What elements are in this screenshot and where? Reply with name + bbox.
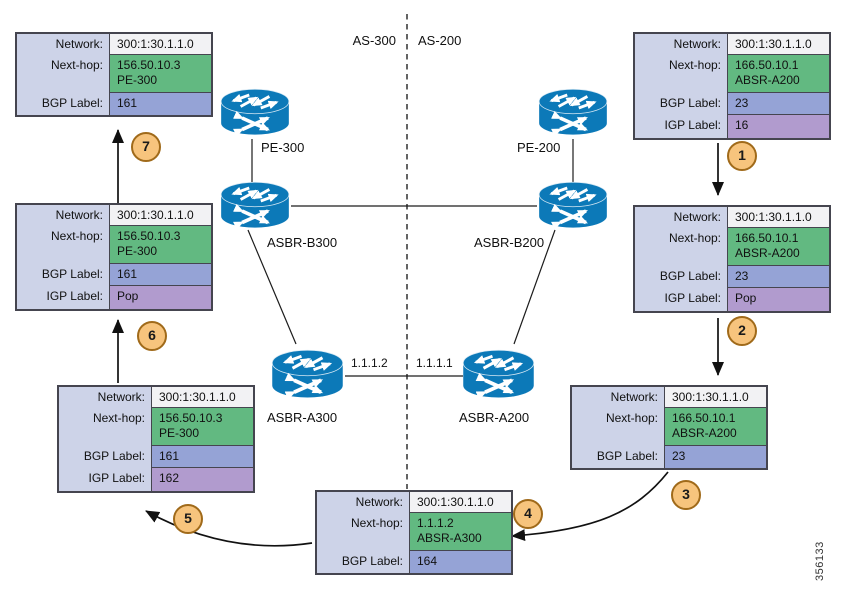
network-row-label: Network: (673, 210, 721, 224)
nexthop-row-label: Next-hop: (605, 411, 658, 425)
nexthop-row-label: Next-hop: (50, 58, 103, 72)
igp-label-value: 16 (727, 115, 829, 138)
router-icon-pe200 (539, 89, 607, 134)
network-row-label: Network: (97, 390, 145, 404)
nexthop-row-label: Next-hop: (350, 516, 403, 530)
router-icon-pe300 (221, 89, 289, 134)
step-6-badge: 6 (137, 321, 167, 351)
route-table-middle-left: Network: 300:1:30.1.1.0 Next-hop: 156.50… (15, 203, 213, 311)
as-200-label: AS-200 (418, 33, 462, 48)
router-label-asbr-b300: ASBR-B300 (267, 235, 338, 250)
route-table-bottom-right: Network: 300:1:30.1.1.0 Next-hop: 166.50… (570, 385, 768, 470)
nexthop-row-label: Next-hop: (92, 411, 145, 425)
network-value: 300:1:30.1.1.0 (727, 207, 829, 228)
network-value: 300:1:30.1.1.0 (109, 34, 211, 55)
bgp-row-label: BGP Label: (659, 96, 721, 110)
bgp-label-value: 164 (409, 551, 511, 573)
step-3-badge: 3 (671, 480, 701, 510)
link-ip-left-label: 1.1.1.2 (351, 356, 388, 370)
bgp-row-label: BGP Label: (659, 269, 721, 283)
nexthop-row-label: Next-hop: (668, 231, 721, 245)
network-value: 300:1:30.1.1.0 (727, 34, 829, 55)
bgp-label-value: 161 (109, 93, 211, 115)
router-label-asbr-a300: ASBR-A300 (267, 410, 338, 425)
bgp-label-value: 23 (727, 266, 829, 288)
network-value: 300:1:30.1.1.0 (151, 387, 253, 408)
topology-links (247, 139, 574, 377)
step-arrows (112, 129, 724, 547)
network-row-label: Network: (55, 208, 103, 222)
network-value: 300:1:30.1.1.0 (409, 492, 511, 513)
router-icon-asbr-a200 (463, 350, 534, 397)
igp-label-value: 162 (151, 468, 253, 491)
bgp-label-value: 23 (727, 93, 829, 115)
bgp-row-label: BGP Label: (83, 449, 145, 463)
nexthop-row-label: Next-hop: (668, 58, 721, 72)
link-asbrb200-asbra200 (513, 229, 556, 345)
router-icon-asbr-b200 (539, 182, 607, 227)
step-4-badge: 4 (513, 499, 543, 529)
step-5-badge: 5 (173, 504, 203, 534)
router-label-asbr-b200: ASBR-B200 (474, 235, 545, 250)
bgp-row-label: BGP Label: (41, 267, 103, 281)
bgp-row-label: BGP Label: (41, 96, 103, 110)
step-3-4-arrow (511, 471, 669, 542)
network-row-label: Network: (55, 37, 103, 51)
step-1-badge: 1 (727, 141, 757, 171)
router-label-asbr-a200: ASBR-A200 (459, 410, 530, 425)
bgp-row-label: BGP Label: (596, 449, 658, 463)
route-table-bottom-center: Network: 300:1:30.1.1.0 Next-hop: 1.1.1.… (315, 490, 513, 575)
route-table-top-left: Network: 300:1:30.1.1.0 Next-hop: 156.50… (15, 32, 213, 117)
link-ip-right-label: 1.1.1.1 (416, 356, 453, 370)
step-2-badge: 2 (727, 316, 757, 346)
step-5-arrow (145, 510, 313, 547)
igp-label-value: Pop (727, 288, 829, 311)
network-row-label: Network: (673, 37, 721, 51)
link-asbrb300-asbra300 (247, 229, 297, 345)
bgp-row-label: BGP Label: (341, 554, 403, 568)
network-row-label: Network: (355, 495, 403, 509)
router-icon-asbr-a300 (272, 350, 343, 397)
route-table-bottom-left: Network: 300:1:30.1.1.0 Next-hop: 156.50… (57, 385, 255, 493)
bgp-label-value: 23 (664, 446, 766, 468)
bgp-label-value: 161 (151, 446, 253, 468)
network-value: 300:1:30.1.1.0 (664, 387, 766, 408)
router-label-pe300: PE-300 (261, 140, 305, 155)
route-table-middle-right: Network: 300:1:30.1.1.0 Next-hop: 166.50… (633, 205, 831, 313)
figure-number-watermark: 356133 (814, 541, 826, 581)
igp-label-value: Pop (109, 286, 211, 309)
step-7-badge: 7 (131, 132, 161, 162)
router-icon-asbr-b300 (221, 182, 289, 227)
route-table-top-right: Network: 300:1:30.1.1.0 Next-hop: 166.50… (633, 32, 831, 140)
igp-row-label: IGP Label: (46, 289, 103, 303)
nexthop-row-label: Next-hop: (50, 229, 103, 243)
igp-row-label: IGP Label: (664, 118, 721, 132)
network-value: 300:1:30.1.1.0 (109, 205, 211, 226)
router-label-pe200: PE-200 (517, 140, 561, 155)
as-300-label: AS-300 (352, 33, 396, 48)
network-row-label: Network: (610, 390, 658, 404)
bgp-label-value: 161 (109, 264, 211, 286)
igp-row-label: IGP Label: (88, 471, 145, 485)
igp-row-label: IGP Label: (664, 291, 721, 305)
